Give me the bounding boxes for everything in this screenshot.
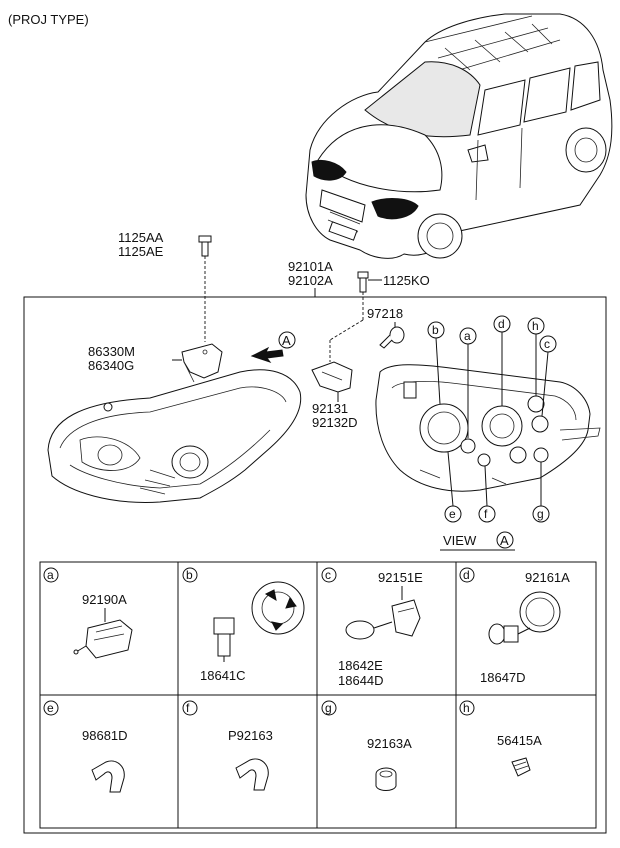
bulb-cover-97218-icon [379,326,405,349]
connector-92190a-icon [73,619,133,659]
bolt-icon [198,235,212,257]
cell-a-letter: a [47,568,54,582]
cell-h[interactable]: h 56415A [459,700,542,777]
halogen-bulb-icon [488,623,531,645]
view-label-letter: A [500,533,509,548]
view-a-arrow-icon [250,346,284,363]
cell-d[interactable]: d 92161A 18647D [459,567,570,685]
part-98681d: 98681D [82,728,128,743]
cell-g[interactable]: g 92163A [321,700,412,791]
svg-text:g: g [537,507,544,521]
cell-b[interactable]: b 18641C [182,567,305,683]
grommet-56415a-icon [511,757,531,777]
clip-92131-icon [311,361,353,393]
hose-p92163-icon [235,758,269,791]
svg-text:a: a [464,329,471,343]
svg-text:d: d [498,317,505,331]
main-frame [23,296,607,834]
cell-h-letter: h [463,701,470,715]
view-a-circle [278,331,296,349]
dust-cap-92161a-icon [519,591,561,633]
label-92131: 92131 [312,401,348,416]
type-label: (PROJ TYPE) [8,12,89,27]
view-letter-f: f [478,465,496,523]
part-18644d: 18644D [338,673,384,688]
label-92132d: 92132D [312,415,358,430]
view-label: VIEW [443,533,477,548]
view-letter-c: c [539,335,557,417]
view-letter-b: b [427,321,445,405]
label-92101a: 92101A [288,259,333,274]
screw-icon [357,271,369,293]
cell-f-letter: f [186,701,190,715]
label-1125aa: 1125AA [118,230,164,245]
svg-text:e: e [449,507,456,521]
bulb-socket-c-icon [345,599,421,640]
headlamp-assembly-icon [47,369,302,503]
cell-g-letter: g [325,701,332,715]
label-1125ae: 1125AE [118,244,164,259]
cap-92163a-icon [375,767,397,791]
cell-c-letter: c [325,568,331,582]
part-18642e: 18642E [338,658,383,673]
label-1125ko: 1125KO [383,273,430,288]
label-97218: 97218 [367,306,403,321]
view-letter-a: a [459,327,477,438]
view-letter-g: g [532,462,550,523]
svg-text:c: c [544,337,550,351]
label-86340g: 86340G [88,358,134,373]
cell-f[interactable]: f P92163 [182,700,273,791]
part-p92163: P92163 [228,728,273,743]
view-arrow-letter: A [282,333,291,348]
label-92102a: 92102A [288,273,333,288]
parts-table [39,561,597,829]
svg-text:f: f [484,507,488,521]
svg-text:b: b [432,323,439,337]
hid-bulb-icon [213,617,235,662]
socket-cover-icon [251,581,305,635]
label-86330m: 86330M [88,344,135,359]
part-92163a: 92163A [367,736,412,751]
cell-e-letter: e [47,701,54,715]
view-letter-e: e [444,451,462,523]
cell-b-letter: b [186,568,193,582]
hose-98681d-icon [91,760,125,793]
view-label-circle [496,531,514,549]
part-92151e: 92151E [378,570,423,585]
part-56415a: 56415A [497,733,542,748]
view-letter-d: d [493,315,511,406]
car-illustration-icon [305,13,613,259]
cell-c[interactable]: c 92151E 18642E 18644D [321,567,423,688]
bracket-86330m-icon [181,343,223,383]
cell-d-letter: d [463,568,470,582]
part-18647d: 18647D [480,670,526,685]
headlamp-rear-view-icon [375,364,601,492]
part-18641c: 18641C [200,668,246,683]
cell-a[interactable]: a 92190A [43,567,133,659]
part-92161a: 92161A [525,570,570,585]
cell-e[interactable]: e 98681D [43,700,128,793]
view-letter-h: h [527,317,545,396]
part-92190a: 92190A [82,592,127,607]
svg-text:h: h [532,319,539,333]
